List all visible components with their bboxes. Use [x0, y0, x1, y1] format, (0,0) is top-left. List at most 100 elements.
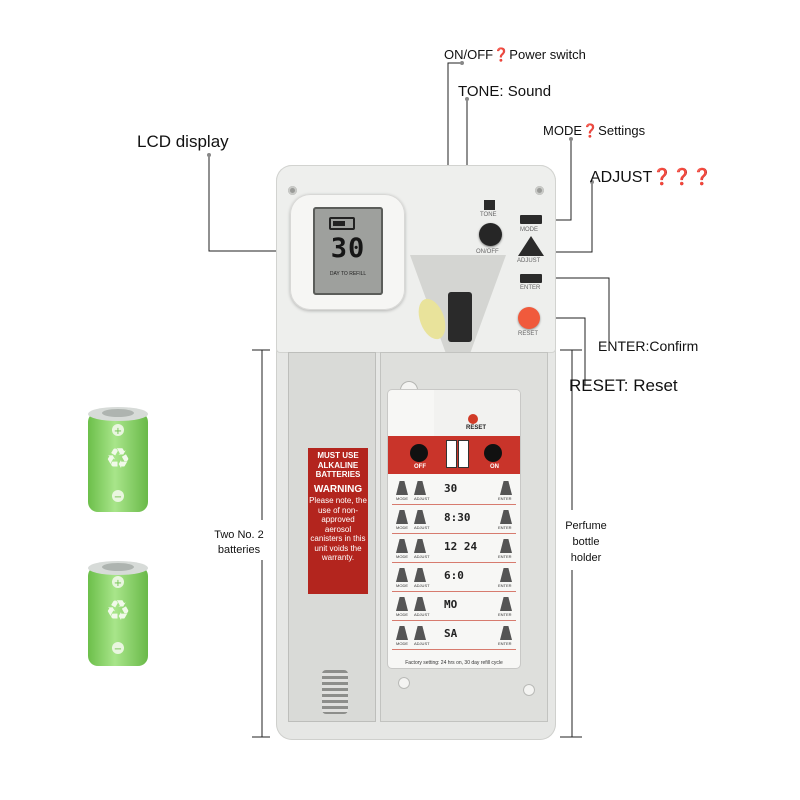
step-label: ENTER [498, 612, 512, 617]
callout-enter: ENTER:Confirm [598, 338, 699, 354]
step-label: ENTER [498, 496, 512, 501]
svg-text:−: − [114, 492, 122, 503]
card-step-row: 30 MODE ADJUST ENTER [392, 478, 516, 505]
lcd-screen: 30 DAY TO REFILL [313, 207, 383, 295]
step-value: MO [444, 598, 458, 611]
step-label: ADJUST [414, 641, 430, 646]
step-label: ENTER [498, 554, 512, 559]
lcd-caption: DAY TO REFILL [329, 271, 367, 277]
callout-bottle-holder: Perfume bottle holder [565, 520, 607, 564]
step-icon [396, 568, 408, 582]
step-value: 6:0 [444, 569, 464, 582]
step-icon [396, 510, 408, 524]
step-label: MODE [396, 641, 408, 646]
screw-icon [535, 186, 544, 195]
step-icon [414, 539, 426, 553]
step-label: MODE [396, 525, 408, 530]
card-power-band: OFF ON [388, 436, 520, 474]
step-value: 8:30 [444, 511, 471, 524]
step-icon [500, 510, 512, 524]
step-value: SA [444, 627, 458, 640]
step-icon [414, 510, 426, 524]
tone-button[interactable] [484, 200, 495, 210]
step-label: ENTER [498, 641, 512, 646]
off-knob-icon [410, 444, 428, 462]
card-header: RESET [434, 390, 520, 437]
on-off-button[interactable] [479, 223, 502, 246]
warning-line-1: MUST USE ALKALINE BATTERIES [315, 451, 361, 479]
callout-lcd-display: LCD display [137, 132, 229, 151]
callout-tone: TONE: Sound [458, 83, 552, 100]
battery-spring [322, 670, 348, 714]
step-label: ADJUST [414, 583, 430, 588]
screw-icon [288, 186, 297, 195]
mode-label: MODE [520, 227, 538, 233]
step-icon [500, 568, 512, 582]
step-label: MODE [396, 554, 408, 559]
card-step-row: SA MODE ADJUST ENTER [392, 623, 516, 650]
step-label: ENTER [498, 583, 512, 588]
step-icon [396, 597, 408, 611]
card-reset-label: RESET [466, 425, 487, 431]
card-off-label: OFF [414, 464, 426, 470]
step-icon [396, 481, 408, 495]
step-icon [414, 568, 426, 582]
warning-line-2: WARNING [313, 483, 363, 495]
step-label: MODE [396, 583, 408, 588]
battery-icon: + ♻ − [88, 561, 148, 666]
enter-button[interactable] [520, 274, 542, 283]
instruction-card: RESET OFF ON 30 MODE ADJUST ENTER 8:30 M… [388, 390, 520, 668]
step-label: ADJUST [414, 612, 430, 617]
card-step-row: MO MODE ADJUST ENTER [392, 594, 516, 621]
step-icon [396, 626, 408, 640]
step-icon [500, 626, 512, 640]
card-step-row: 6:0 MODE ADJUST ENTER [392, 565, 516, 592]
step-label: ADJUST [414, 554, 430, 559]
mounting-hole [523, 684, 535, 696]
tone-label: TONE [480, 212, 497, 218]
battery-icon: + ♻ − [88, 407, 148, 512]
svg-text:−: − [114, 644, 122, 655]
callout-mode: MODE❓Settings [543, 123, 646, 138]
step-icon [414, 597, 426, 611]
lcd-day-value: 30 [330, 233, 366, 264]
card-battery-icon [458, 440, 469, 468]
step-icon [500, 597, 512, 611]
card-battery-icon [446, 440, 457, 468]
enter-label: ENTER [520, 285, 541, 291]
mode-button[interactable] [520, 215, 542, 224]
card-step-row: 8:30 MODE ADJUST ENTER [392, 507, 516, 534]
callout-batteries: Two No. 2 batteries [214, 529, 264, 556]
step-label: ENTER [498, 525, 512, 530]
svg-text:+: + [114, 578, 122, 589]
step-value: 30 [444, 482, 458, 495]
callout-adjust: ADJUST❓❓❓ [590, 169, 712, 186]
step-label: MODE [396, 612, 408, 617]
step-icon [414, 481, 426, 495]
adjust-button[interactable] [518, 236, 544, 256]
adjust-label: ADJUST [517, 258, 541, 264]
on-off-label: ON/OFF [476, 249, 499, 255]
on-knob-icon [484, 444, 502, 462]
reset-dot-icon [468, 414, 478, 424]
callout-reset: RESET: Reset [569, 376, 678, 395]
card-step-row: 12 24 MODE ADJUST ENTER [392, 536, 516, 563]
step-icon [396, 539, 408, 553]
reset-button[interactable] [518, 307, 540, 329]
step-icon [500, 539, 512, 553]
mounting-hole [398, 677, 410, 689]
battery-level-icon [329, 217, 355, 230]
card-footer: Factory setting: 24 hrs on, 30 day refil… [405, 660, 503, 666]
svg-text:♻: ♻ [105, 442, 130, 475]
svg-text:+: + [114, 426, 122, 437]
step-label: ADJUST [414, 496, 430, 501]
step-icon [500, 481, 512, 495]
callout-on-off: ON/OFF❓Power switch [444, 47, 586, 62]
step-label: ADJUST [414, 525, 430, 530]
card-on-label: ON [490, 464, 499, 470]
spray-nozzle [448, 292, 472, 342]
reset-label: RESET [518, 331, 539, 337]
svg-text:♻: ♻ [105, 594, 130, 627]
step-icon [414, 626, 426, 640]
